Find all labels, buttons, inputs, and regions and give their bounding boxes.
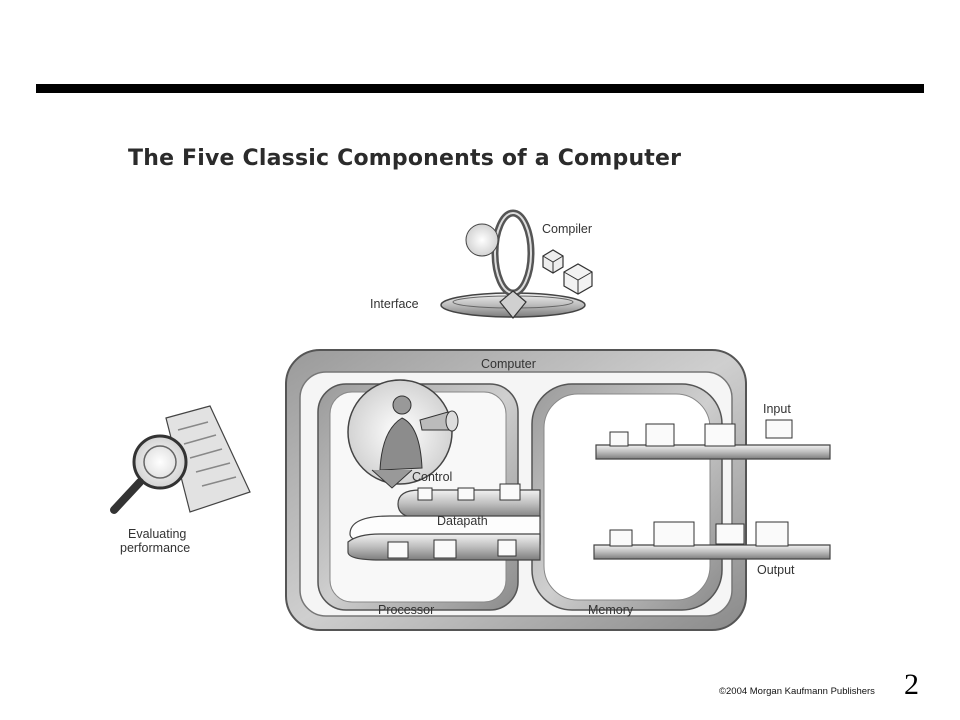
label-performance: performance [120,541,191,555]
datapath-tubes [347,483,541,561]
compiler-interface-illustration [440,209,593,319]
magnifier-handle [110,478,144,514]
interface-diamond [499,290,527,319]
input-conveyor [595,419,831,460]
top-rule [36,84,924,93]
control-cubes [417,483,521,501]
label-interface: Interface [370,297,419,311]
slide-title: The Five Classic Components of a Compute… [128,146,682,171]
compiler-sphere [465,223,499,257]
label-memory: Memory [588,603,634,617]
datapath-cubes [387,539,517,559]
footer-credit: ©2004 Morgan Kaufmann Publishers [719,686,875,697]
label-datapath: Datapath [437,514,488,528]
slide-number: 2 [904,668,919,701]
label-evaluating: Evaluating [128,527,187,541]
label-control: Control [412,470,453,484]
compiler-cube-large [563,263,593,295]
label-processor: Processor [378,603,435,617]
magnifier-lens [132,434,188,490]
output-conveyor [593,521,831,560]
label-compiler: Compiler [542,222,593,236]
control-figure [347,379,459,489]
label-input: Input [763,402,791,416]
evaluating-performance-illustration [110,405,251,514]
label-computer: Computer [481,357,536,371]
label-output: Output [757,563,795,577]
